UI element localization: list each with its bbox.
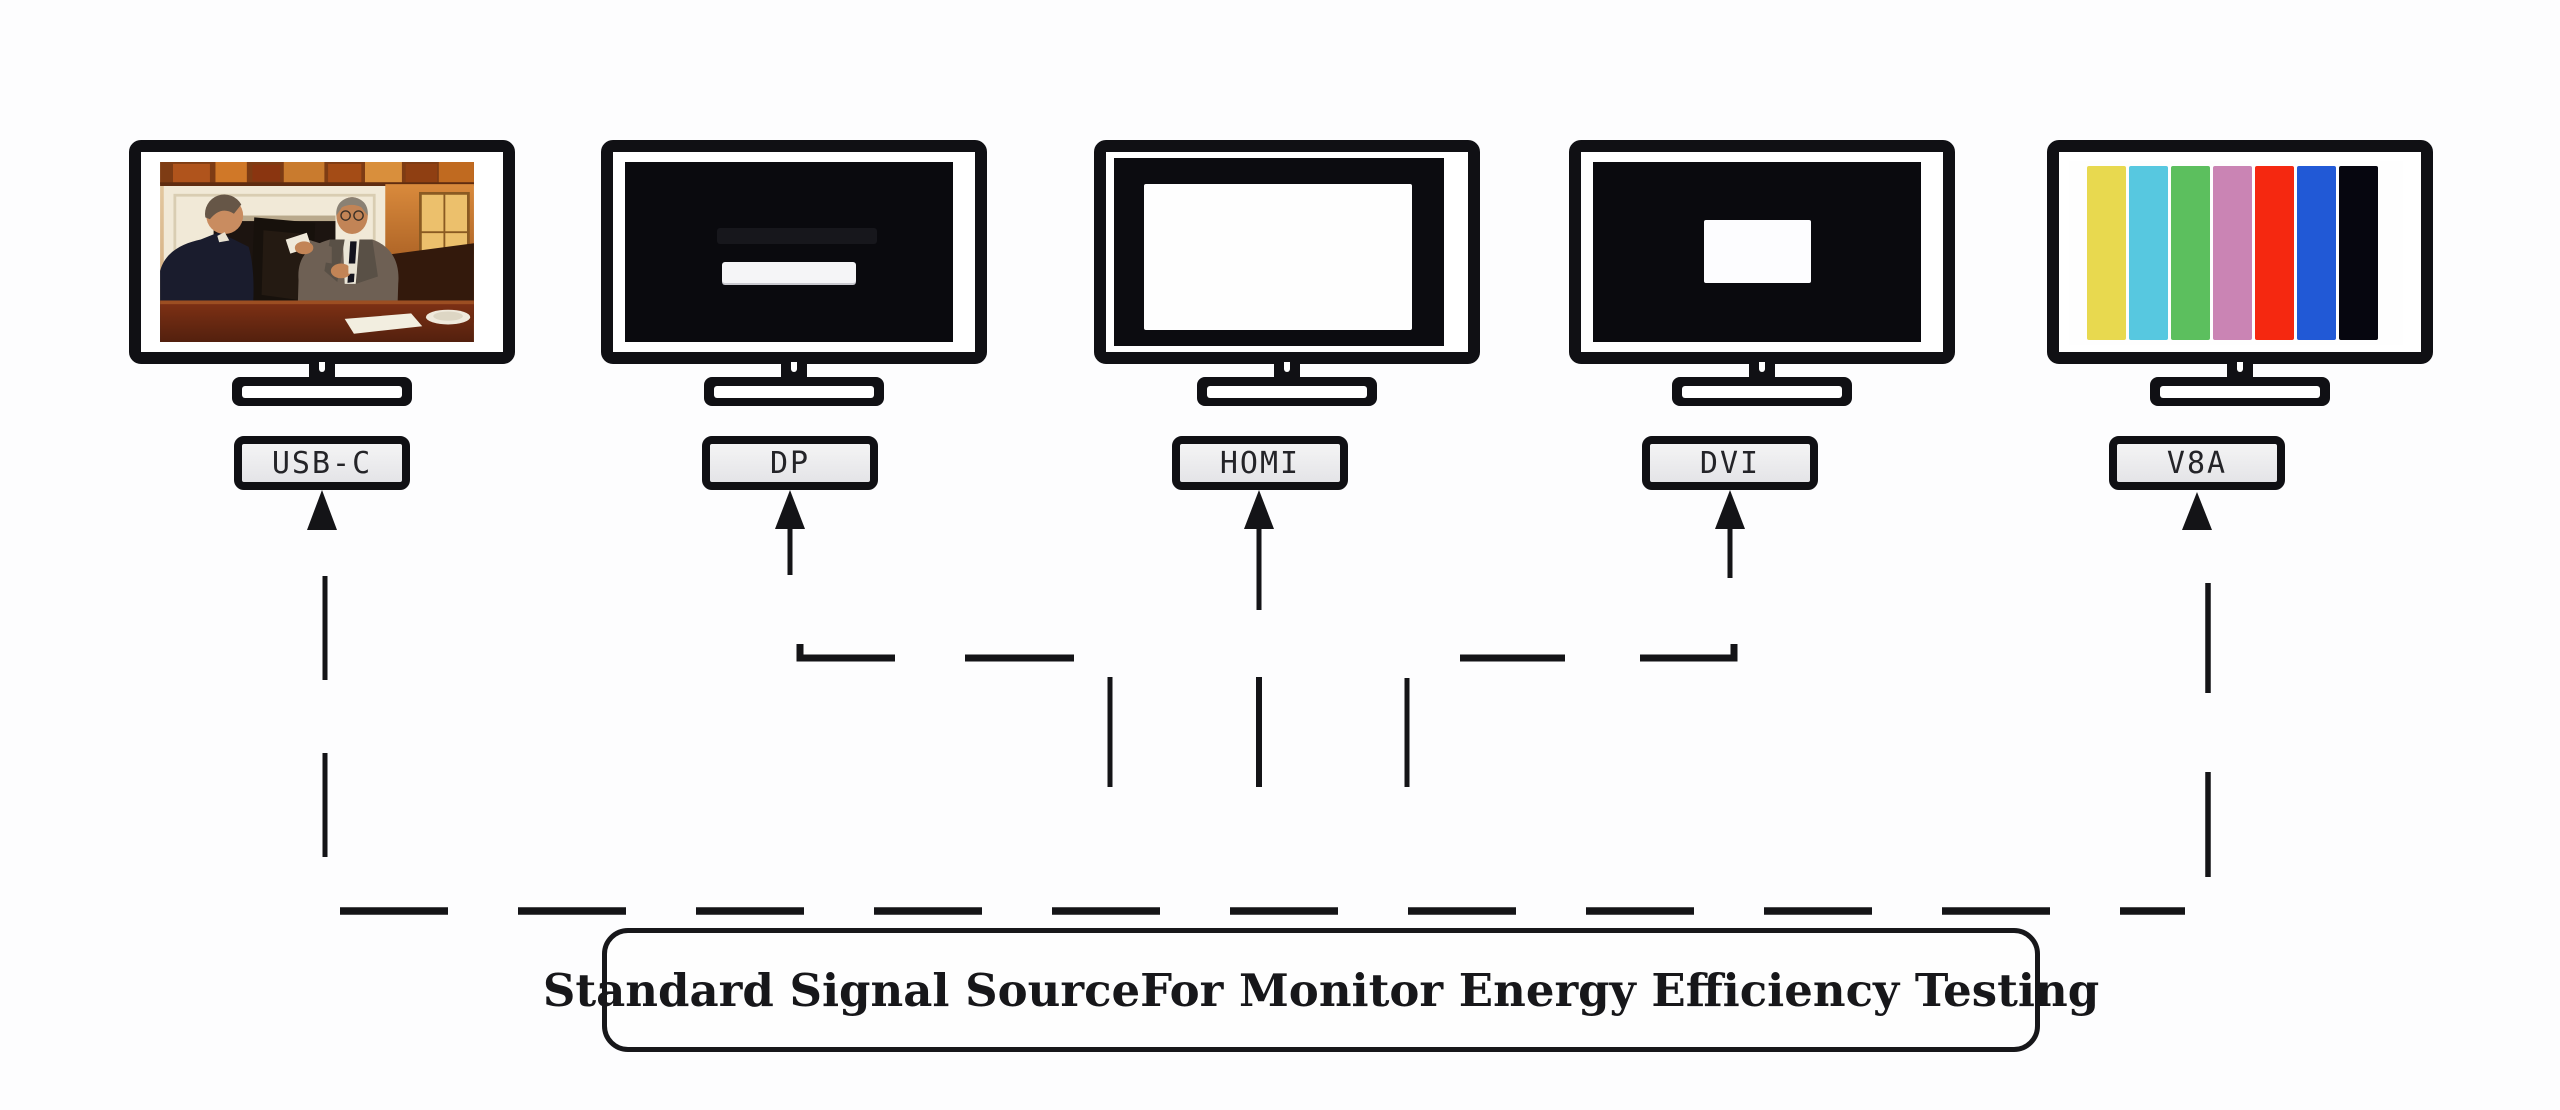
- monitor-base: [2150, 377, 2330, 406]
- port-label-hdmi: HOMI: [1172, 436, 1348, 490]
- port-label-usb-c: USB-C: [234, 436, 410, 490]
- dvi-screen: [1593, 162, 1921, 342]
- monitor-base: [1672, 377, 1852, 406]
- vga-screen: [2069, 161, 2403, 345]
- monitor-neck: [1274, 362, 1300, 378]
- color-bar: [2339, 166, 2378, 340]
- port-label-vga: V8A: [2109, 436, 2285, 490]
- port-label-text: V8A: [2166, 445, 2228, 481]
- monitor-frame: [601, 140, 987, 364]
- bookshelf: [160, 162, 474, 186]
- monitor-frame: [2047, 140, 2433, 364]
- vga-arrowhead: [2182, 492, 2212, 530]
- hdmi-screen-bezel: [1114, 158, 1444, 346]
- monitor-base: [232, 377, 412, 406]
- port-label-text: HOMI: [1219, 445, 1301, 481]
- color-bar: [2129, 166, 2168, 340]
- usb-c-arrowhead: [307, 490, 337, 530]
- port-label-text: DVI: [1699, 445, 1761, 481]
- signal-source-label: Standard Signal SourceFor Monitor Energy…: [542, 963, 2100, 1017]
- monitor-base: [704, 377, 884, 406]
- dp-screen: [625, 162, 953, 342]
- color-bar: [2255, 166, 2294, 340]
- port-label-text: DP: [769, 445, 811, 481]
- color-bar: [2297, 166, 2336, 340]
- furniture: [390, 243, 474, 319]
- port-label-dvi: DVI: [1642, 436, 1818, 490]
- hdmi-arrowhead: [1244, 490, 1274, 529]
- monitor-frame: [1094, 140, 1480, 364]
- color-bar: [2171, 166, 2210, 340]
- dp-elbow: [796, 644, 895, 662]
- monitor-neck: [1749, 362, 1775, 378]
- dvi-arrowhead: [1715, 490, 1745, 529]
- color-bar-pattern: [2087, 166, 2378, 340]
- monitor-frame: [1569, 140, 1955, 364]
- dvi-elbow: [1640, 644, 1738, 662]
- photo-illustration: [160, 162, 474, 342]
- monitor-neck: [781, 362, 807, 378]
- monitor-neck: [2227, 362, 2253, 378]
- monitor-frame: [129, 140, 515, 364]
- color-bar: [2087, 166, 2126, 340]
- signal-source-box: Standard Signal SourceFor Monitor Energy…: [543, 928, 2099, 1052]
- white-screen: [1144, 184, 1412, 330]
- port-label-text: USB-C: [271, 445, 373, 481]
- port-label-dp: DP: [702, 436, 878, 490]
- monitor-neck: [309, 362, 335, 378]
- monitor-base: [1197, 377, 1377, 406]
- dp-arrowhead: [775, 490, 805, 529]
- white-bar: [722, 262, 856, 283]
- color-bar: [2213, 166, 2252, 340]
- faint-dark-bar: [717, 228, 877, 244]
- table: [160, 300, 474, 342]
- white-rectangle: [1704, 220, 1811, 283]
- usb-c-screen-photo: [153, 162, 481, 342]
